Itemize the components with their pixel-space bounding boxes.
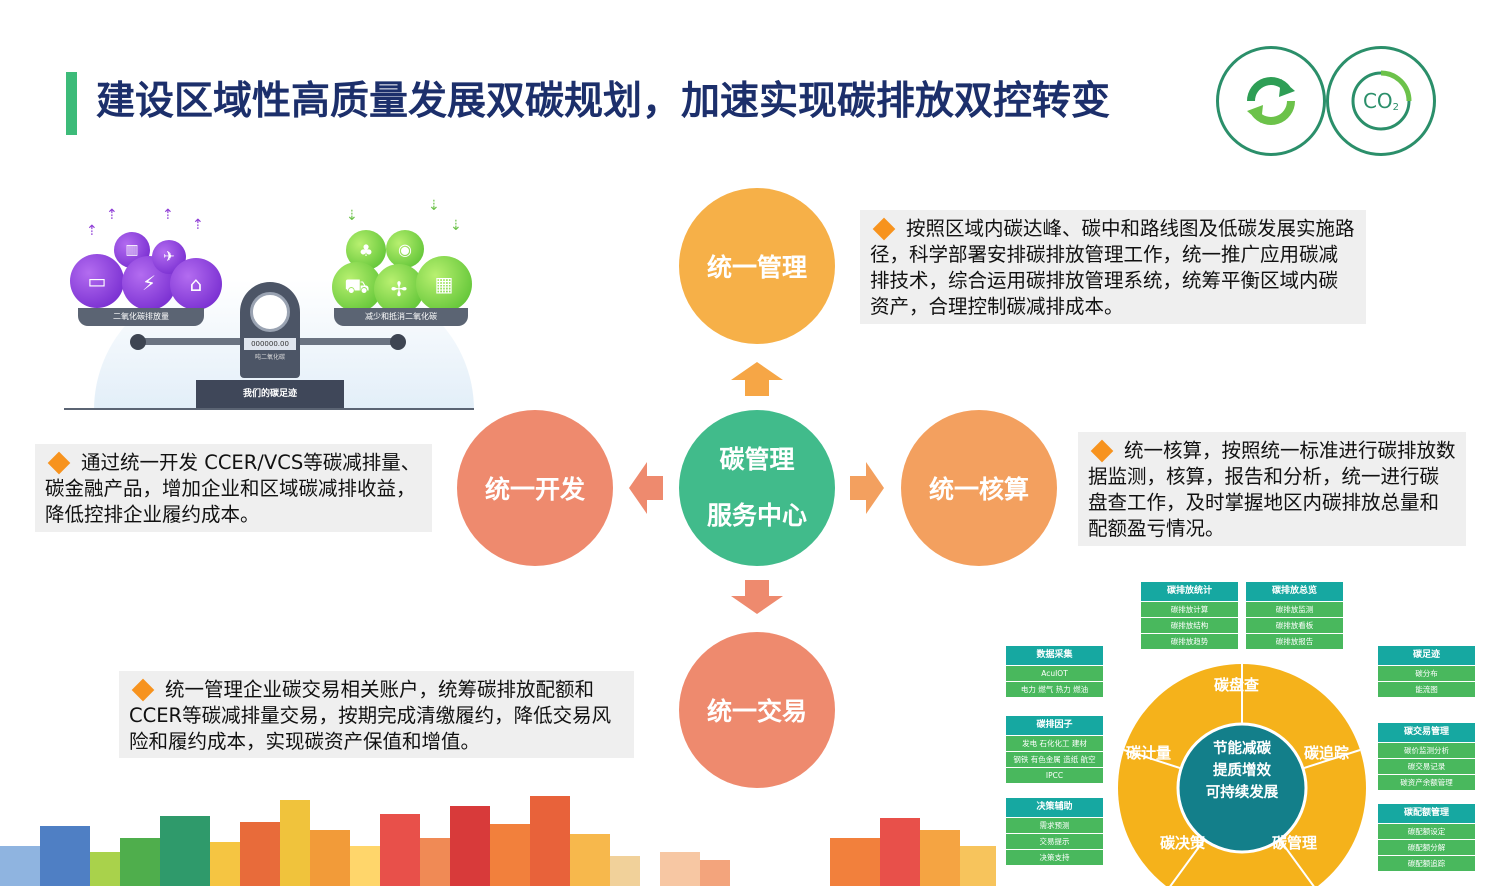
panel-emission-factor: 碳排因子 发电 石化化工 建材 钢铁 有色金属 造纸 航空 IPCC [1006, 716, 1103, 783]
location-bubble: ◉ [386, 230, 424, 268]
building-icon: ▥ [125, 242, 139, 258]
title-accent-bar [66, 72, 77, 135]
wheel-center-text: 节能减碳 提质增效 可持续发展 [1182, 738, 1302, 804]
page-title: 建设区域性高质量发展双碳规划，加速实现碳排放双控转变 [96, 79, 1111, 124]
wheel-center-line-1: 节能减碳 [1213, 741, 1271, 757]
accounting-description: 统一核算，按照统一标准进行碳排放数据监测，核算，报告和分析，统一进行碳盘查工作，… [1078, 432, 1466, 546]
solar-bubble: ▦ [416, 256, 472, 312]
panel-quota-management: 碳配额管理 碳配额设定 碳配额分解 碳配额追踪 [1378, 804, 1475, 871]
wheel-segment-metering: 碳计量 [1126, 744, 1172, 762]
ground-line [64, 408, 474, 410]
wind-bubble: ✢ [374, 264, 424, 314]
wind-turbine-icon: ✢ [390, 277, 408, 301]
arrow-up-icon [731, 362, 783, 396]
wheel-segment-inventory: 碳盘查 [1214, 676, 1260, 694]
center-line-1: 碳管理 [719, 445, 795, 474]
development-description: 通过统一开发 CCER/VCS等碳减排量、碳金融产品，增加企业和区域碳减排收益，… [35, 444, 432, 532]
right-pan: 减少和抵消二氧化碳 [334, 308, 468, 326]
panel-carbon-footprint: 碳足迹 碳分布 能流图 [1378, 646, 1475, 697]
plane-icon: ✈ [163, 249, 175, 265]
node-unified-development: 统一开发 [457, 410, 613, 566]
panel-emission-statistics: 碳排放统计 碳排放计算 碳排放结构 碳排放趋势 [1141, 582, 1238, 649]
node-unified-management: 统一管理 [679, 188, 835, 344]
wheel-segment-decision: 碳决策 [1160, 834, 1206, 852]
node-unified-accounting: 统一核算 [901, 410, 1057, 566]
tower-icon: ⚡ [141, 271, 157, 295]
factory-icon: ⌂ [189, 272, 203, 296]
node-carbon-service-center: 碳管理 服务中心 [679, 410, 835, 566]
arrow-down-icon [731, 580, 783, 614]
scale-counter: 000000.00 [244, 338, 296, 350]
co2-icon [1351, 70, 1412, 131]
bullet-diamond-icon [47, 451, 71, 474]
panel-data-collection: 数据采集 AcuIOT 电力 燃气 热力 燃油 [1006, 646, 1103, 697]
car-icon: ⛟ [344, 273, 370, 298]
recycle-logo [1216, 46, 1326, 156]
arrow-right-icon [850, 462, 884, 514]
colorful-skyline-decoration [0, 770, 1000, 886]
wheel-center-line-3: 可持续发展 [1205, 785, 1279, 801]
plant-bubble: ⌂ [170, 258, 222, 310]
factory-bubble: ▭ [70, 254, 124, 308]
wheel-segment-management: 碳管理 [1272, 834, 1318, 852]
carbon-scale-illustration: ⇡ ⇡ ⇡ ⇡ ⇣ ⇣ ⇣ ▭ ▥ ⚡ ✈ ⌂ ♣ ◉ ⛟ ✢ ▦ 二氧化碳排放… [64, 190, 474, 412]
center-line-2: 服务中心 [706, 501, 807, 530]
carbon-wheel [1118, 664, 1366, 886]
panel-decision-support: 决策辅助 需求预测 交易提示 决策支持 [1006, 798, 1103, 865]
bullet-diamond-icon [131, 678, 155, 701]
battery-icon: ▭ [87, 269, 107, 293]
bullet-diamond-icon [1090, 439, 1114, 462]
tree-icon: ♣ [358, 240, 374, 260]
beam-right-knob [390, 334, 406, 350]
wheel-segment-tracking: 碳追踪 [1304, 744, 1350, 762]
solar-panel-icon: ▦ [434, 272, 454, 296]
arrow-left-icon [629, 462, 663, 514]
carbon-management-system-diagram: 节能减碳 提质增效 可持续发展 碳盘查 碳追踪 碳管理 碳决策 碳计量 碳排放统… [996, 576, 1484, 886]
beam-left-knob [130, 334, 146, 350]
management-description: 按照区域内碳达峰、碳中和路线图及低碳发展实施路径，科学部署安排碳排放管理工作，统… [860, 210, 1366, 324]
panel-carbon-trading: 碳交易管理 碳价监测分析 碳交易记录 碳资产余额管理 [1378, 723, 1475, 790]
scale-dial [250, 292, 290, 332]
trading-description: 统一管理企业碳交易相关账户，统筹碳排放配额和CCER等碳减排量交易，按期完成清缴… [119, 671, 634, 758]
pin-icon: ◉ [398, 239, 412, 259]
left-pan: 二氧化碳排放量 [78, 308, 204, 326]
co2-label: CO [1362, 89, 1393, 113]
ev-car-bubble: ⛟ [332, 262, 382, 312]
wheel-center-line-2: 提质增效 [1213, 763, 1271, 779]
co2-subscript: 2 [1392, 101, 1400, 113]
panel-emission-overview: 碳排放总览 碳排放监测 碳排放看板 碳排放报告 [1246, 582, 1343, 649]
recycle-arrows-icon [1247, 77, 1295, 125]
scale-counter-unit: 吨二氧化碳 [254, 354, 285, 361]
node-unified-trading: 统一交易 [679, 632, 835, 788]
scale-base: 我们的碳足迹 [196, 380, 344, 408]
bullet-diamond-icon [872, 217, 896, 240]
